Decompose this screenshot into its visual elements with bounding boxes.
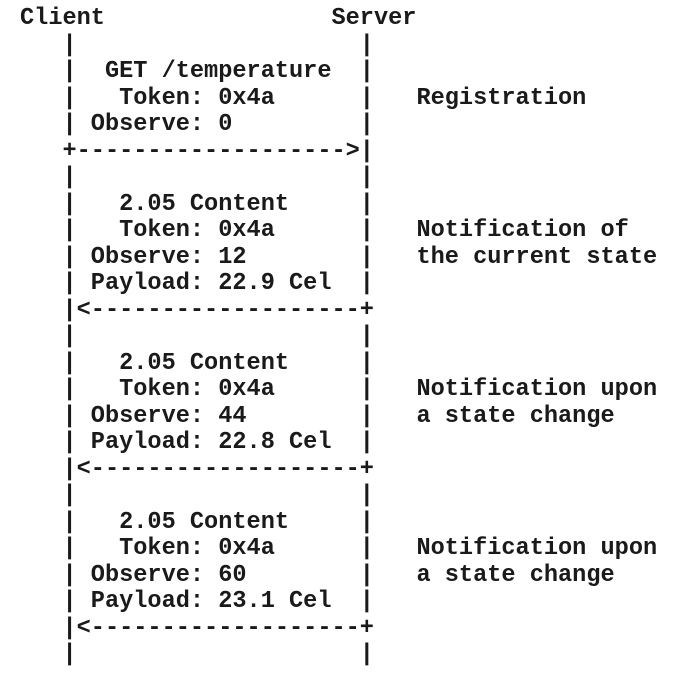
registration-request-arrow-row: +------------------->| [20,137,374,165]
lifelines-row: | | [20,31,374,59]
notification3-token-row: | Token: 0x4a | Notification upon [20,535,658,562]
notification3-arrow-row: |<-------------------+ [20,614,374,642]
notification2-observe-row: | Observe: 44 | a state change [20,402,615,430]
lifelines-row: | | [20,323,374,350]
notification3-observe-row: | Observe: 60 | a state change [20,561,615,589]
registration-request-method-row: | GET /temperature | [20,58,374,85]
notification2-arrow-row: |<-------------------+ [20,455,374,483]
registration-request-token-row: | Token: 0x4a | Registration [20,84,587,112]
actors-header-row: Client Server [20,5,417,32]
notification2-token-row: | Token: 0x4a | Notification upon [20,376,658,403]
notification3-code-row: | 2.05 Content | [20,508,374,536]
registration-request-observe-row: | Observe: 0 | [20,111,374,138]
lifelines-row: | | [20,641,374,668]
notification1-observe-row: | Observe: 12 | the current state [20,243,658,271]
notification2-code-row: | 2.05 Content | [20,349,374,377]
notification1-payload-row: | Payload: 22.9 Cel | [20,270,374,297]
lifelines-row: | | [20,164,374,191]
notification1-token-row: | Token: 0x4a | Notification of [20,217,629,244]
notification1-code-row: | 2.05 Content | [20,190,374,218]
notification3-payload-row: | Payload: 23.1 Cel | [20,588,374,615]
lifelines-row: | | [20,482,374,509]
notification1-arrow-row: |<-------------------+ [20,296,374,324]
notification2-payload-row: | Payload: 22.8 Cel | [20,429,374,456]
